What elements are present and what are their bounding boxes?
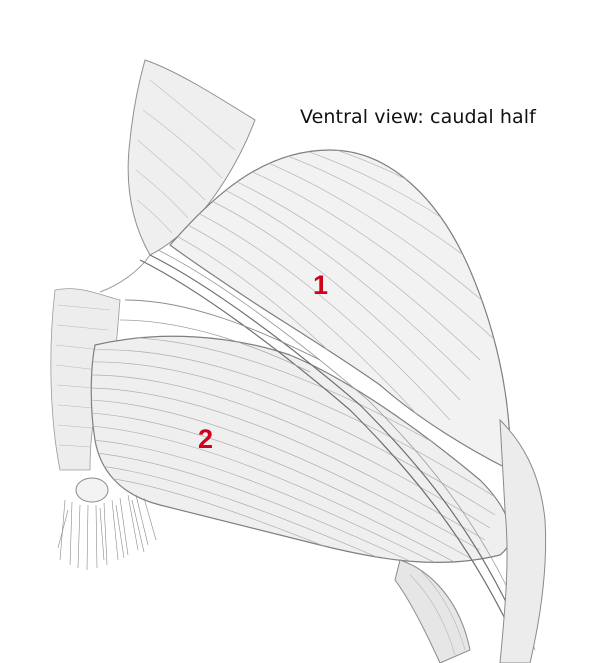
muscle-2 <box>90 335 511 564</box>
figure-caption: Ventral view: caudal half <box>300 106 536 128</box>
torso-region <box>50 288 121 471</box>
genital-region <box>57 477 157 571</box>
hindlimb-region <box>394 418 547 663</box>
label-muscle-1: 1 <box>313 270 329 300</box>
tendon-bands <box>119 249 536 651</box>
label-muscle-2: 2 <box>198 424 214 454</box>
